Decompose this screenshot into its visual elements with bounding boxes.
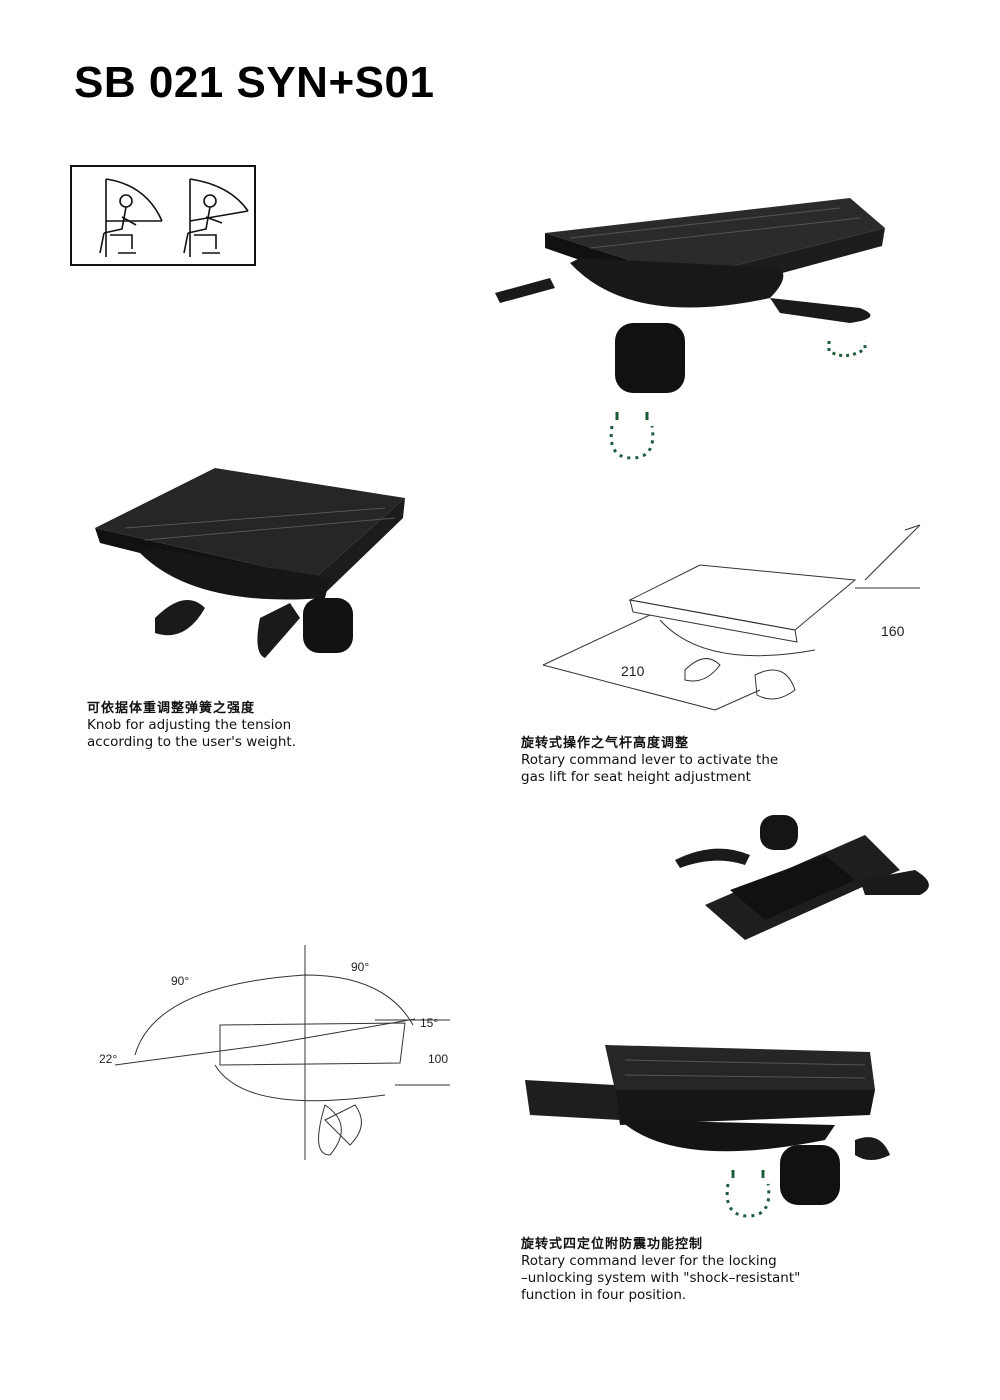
caption-locking-en-3: function in four position. bbox=[521, 1287, 687, 1303]
rotation-arrow-icon bbox=[825, 335, 870, 363]
caption-locking-en-2: –unlocking system with "shock–resistant" bbox=[521, 1270, 801, 1286]
dim-tilt-front: 90° bbox=[351, 960, 369, 974]
posture-diagram-icon bbox=[70, 165, 256, 266]
mechanism-photo-knob bbox=[85, 468, 410, 678]
caption-gas-lift: 旋转式操作之气杆高度调整 Rotary command lever to act… bbox=[521, 735, 821, 786]
dim-depth: 160 bbox=[881, 623, 905, 639]
rotation-arrow-icon bbox=[602, 408, 662, 463]
tilt-angle-drawing: 90° 90° 15° 22° 100 bbox=[95, 945, 455, 1165]
mechanism-photo-locking bbox=[525, 1040, 900, 1215]
caption-gas-lift-en-1: Rotary command lever to activate the bbox=[521, 752, 779, 768]
caption-knob-en-2: according to the user's weight. bbox=[87, 734, 297, 750]
dim-height: 100 bbox=[428, 1052, 448, 1066]
caption-knob-en-1: Knob for adjusting the tension bbox=[87, 717, 292, 733]
caption-locking: 旋转式四定位附防震功能控制 Rotary command lever for t… bbox=[521, 1236, 841, 1304]
dimension-drawing: 160 210 bbox=[535, 520, 930, 720]
mechanism-photo-top bbox=[490, 188, 890, 468]
caption-knob-cn: 可依据体重调整弹簧之强度 bbox=[87, 701, 256, 716]
dim-seat-angle: 15° bbox=[420, 1016, 438, 1030]
caption-locking-en-1: Rotary command lever for the locking bbox=[521, 1253, 777, 1269]
caption-knob: 可依据体重调整弹簧之强度 Knob for adjusting the tens… bbox=[87, 700, 387, 751]
caption-locking-cn: 旋转式四定位附防震功能控制 bbox=[521, 1237, 704, 1252]
dim-width: 210 bbox=[621, 663, 645, 679]
dim-front-angle: 22° bbox=[99, 1052, 117, 1066]
page-title: SB 021 SYN+S01 bbox=[74, 58, 435, 107]
caption-gas-lift-en-2: gas lift for seat height adjustment bbox=[521, 769, 751, 785]
rotation-arrow-icon bbox=[718, 1168, 778, 1220]
caption-gas-lift-cn: 旋转式操作之气杆高度调整 bbox=[521, 736, 690, 751]
mechanism-photo-underside bbox=[675, 810, 940, 945]
dim-tilt-back: 90° bbox=[171, 974, 189, 988]
